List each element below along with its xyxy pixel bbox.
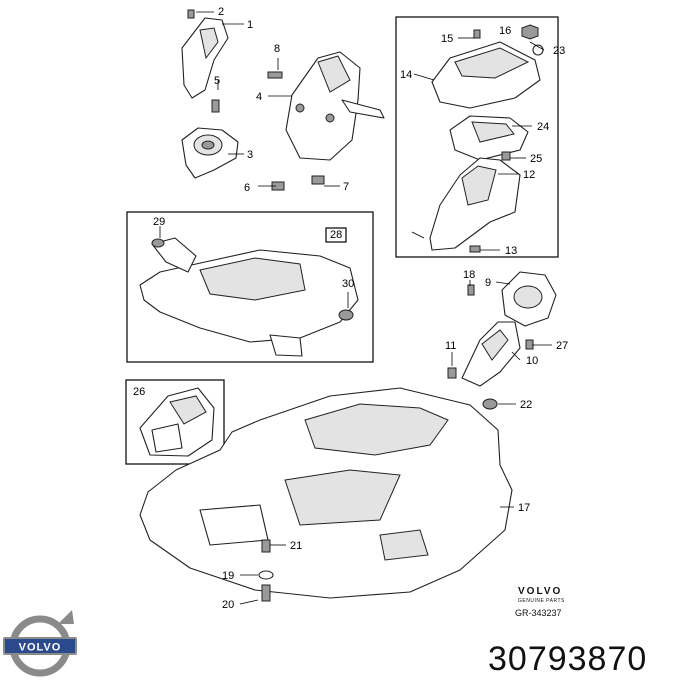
callout-26: 26 <box>133 386 145 398</box>
callout-11: 11 <box>445 340 456 352</box>
logo-arrow <box>58 610 74 624</box>
callout-25: 25 <box>530 153 542 165</box>
callout-3: 3 <box>247 149 253 161</box>
callout-18: 18 <box>463 269 475 281</box>
callout-22: 22 <box>520 399 532 411</box>
callout-12: 12 <box>523 169 535 181</box>
callout-5: 5 <box>214 75 220 87</box>
right-mount-assembly <box>411 24 544 253</box>
logo-band <box>3 637 77 655</box>
callout-29: 29 <box>153 216 165 228</box>
logo-text: VOLVO <box>19 642 62 654</box>
callout-16: 16 <box>499 25 511 37</box>
subframe-box <box>126 211 374 363</box>
callout-27: 27 <box>556 340 568 352</box>
volvo-logo-icon: VOLVO <box>3 610 77 677</box>
callout-30: 30 <box>342 278 354 290</box>
callout-28-box <box>325 227 347 243</box>
callout-19: 19 <box>222 570 234 582</box>
callout-21: 21 <box>290 540 302 552</box>
upper-mount-assembly <box>181 9 239 179</box>
right-mount-box <box>395 16 559 258</box>
brand-subtitle: GENUINE PARTS <box>518 598 565 604</box>
callout-1: 1 <box>247 19 253 31</box>
callout-9: 9 <box>485 277 491 289</box>
callout-labels: 2 1 5 3 8 4 6 7 15 16 23 14 24 25 12 13 … <box>133 6 568 611</box>
callout-7: 7 <box>343 181 349 193</box>
callout-10: 10 <box>526 355 538 367</box>
part-number: 30793870 <box>488 640 648 678</box>
callout-4: 4 <box>256 91 262 103</box>
bracket-box <box>125 379 225 465</box>
callout-17: 17 <box>518 502 530 514</box>
callout-15: 15 <box>441 33 453 45</box>
engine-bracket-assembly <box>267 51 385 191</box>
subframe-assembly <box>139 237 359 357</box>
torque-mount-assembly <box>447 271 557 387</box>
bracket-26 <box>139 387 215 457</box>
leader-lines <box>159 11 552 605</box>
callout-28: 28 <box>330 229 342 241</box>
splash-shield-assembly <box>139 387 513 602</box>
callout-20: 20 <box>222 599 234 611</box>
callout-23: 23 <box>553 45 565 57</box>
callout-24: 24 <box>537 121 549 133</box>
diagram-reference: GR-343237 <box>515 608 562 618</box>
callout-6: 6 <box>244 182 250 194</box>
callout-14: 14 <box>400 69 412 81</box>
callout-2: 2 <box>218 6 224 18</box>
callout-13: 13 <box>505 245 517 257</box>
callout-8: 8 <box>274 43 280 55</box>
brand-wordmark: VOLVO <box>518 586 563 597</box>
